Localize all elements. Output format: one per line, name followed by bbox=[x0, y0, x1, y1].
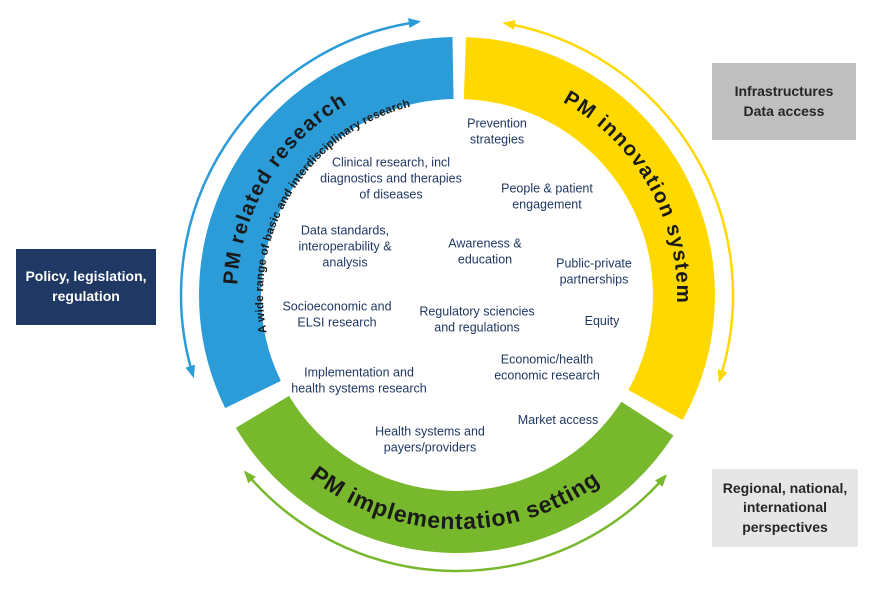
inner-label-equity: Equity bbox=[584, 314, 620, 329]
policy-legislation-regulation-box: Policy, legislation, regulation bbox=[16, 249, 156, 325]
regional-national-international-box: Regional, national, international perspe… bbox=[712, 469, 858, 547]
inner-label-awareness-education: Awareness & education bbox=[448, 236, 522, 266]
inner-label-economic-health: Economic/health economic research bbox=[494, 352, 600, 382]
pm-innovation-system-arc-arrow bbox=[502, 20, 735, 383]
pm-related-research-arc-arrow bbox=[179, 18, 422, 379]
pm-implementation-setting-arc-arrow bbox=[243, 470, 667, 573]
inner-label-public-private-partnerships: Public-private partnerships bbox=[556, 256, 632, 286]
inner-label-data-standards: Data standards, interoperability & analy… bbox=[298, 223, 392, 269]
inner-label-market-access: Market access bbox=[517, 413, 599, 428]
inner-label-regulatory-sciences: Regulatory sciencies and regulations bbox=[419, 304, 535, 334]
inner-label-people-patient-engagement: People & patient engagement bbox=[501, 181, 593, 211]
inner-label-prevention-strategies: Prevention strategies bbox=[467, 116, 527, 146]
inner-label-clinical-research: Clinical research, incl diagnostics and … bbox=[320, 155, 462, 201]
segment-pm-implementation-setting bbox=[235, 395, 674, 553]
inner-label-health-systems-payers: Health systems and payers/providers bbox=[375, 424, 485, 454]
infrastructures-data-access-box: Infrastructures Data access bbox=[712, 63, 856, 140]
inner-label-socioeconomic-elsi: Socioeconomic and ELSI research bbox=[282, 299, 392, 329]
inner-label-implementation-health-systems: Implementation and health systems resear… bbox=[291, 365, 427, 395]
